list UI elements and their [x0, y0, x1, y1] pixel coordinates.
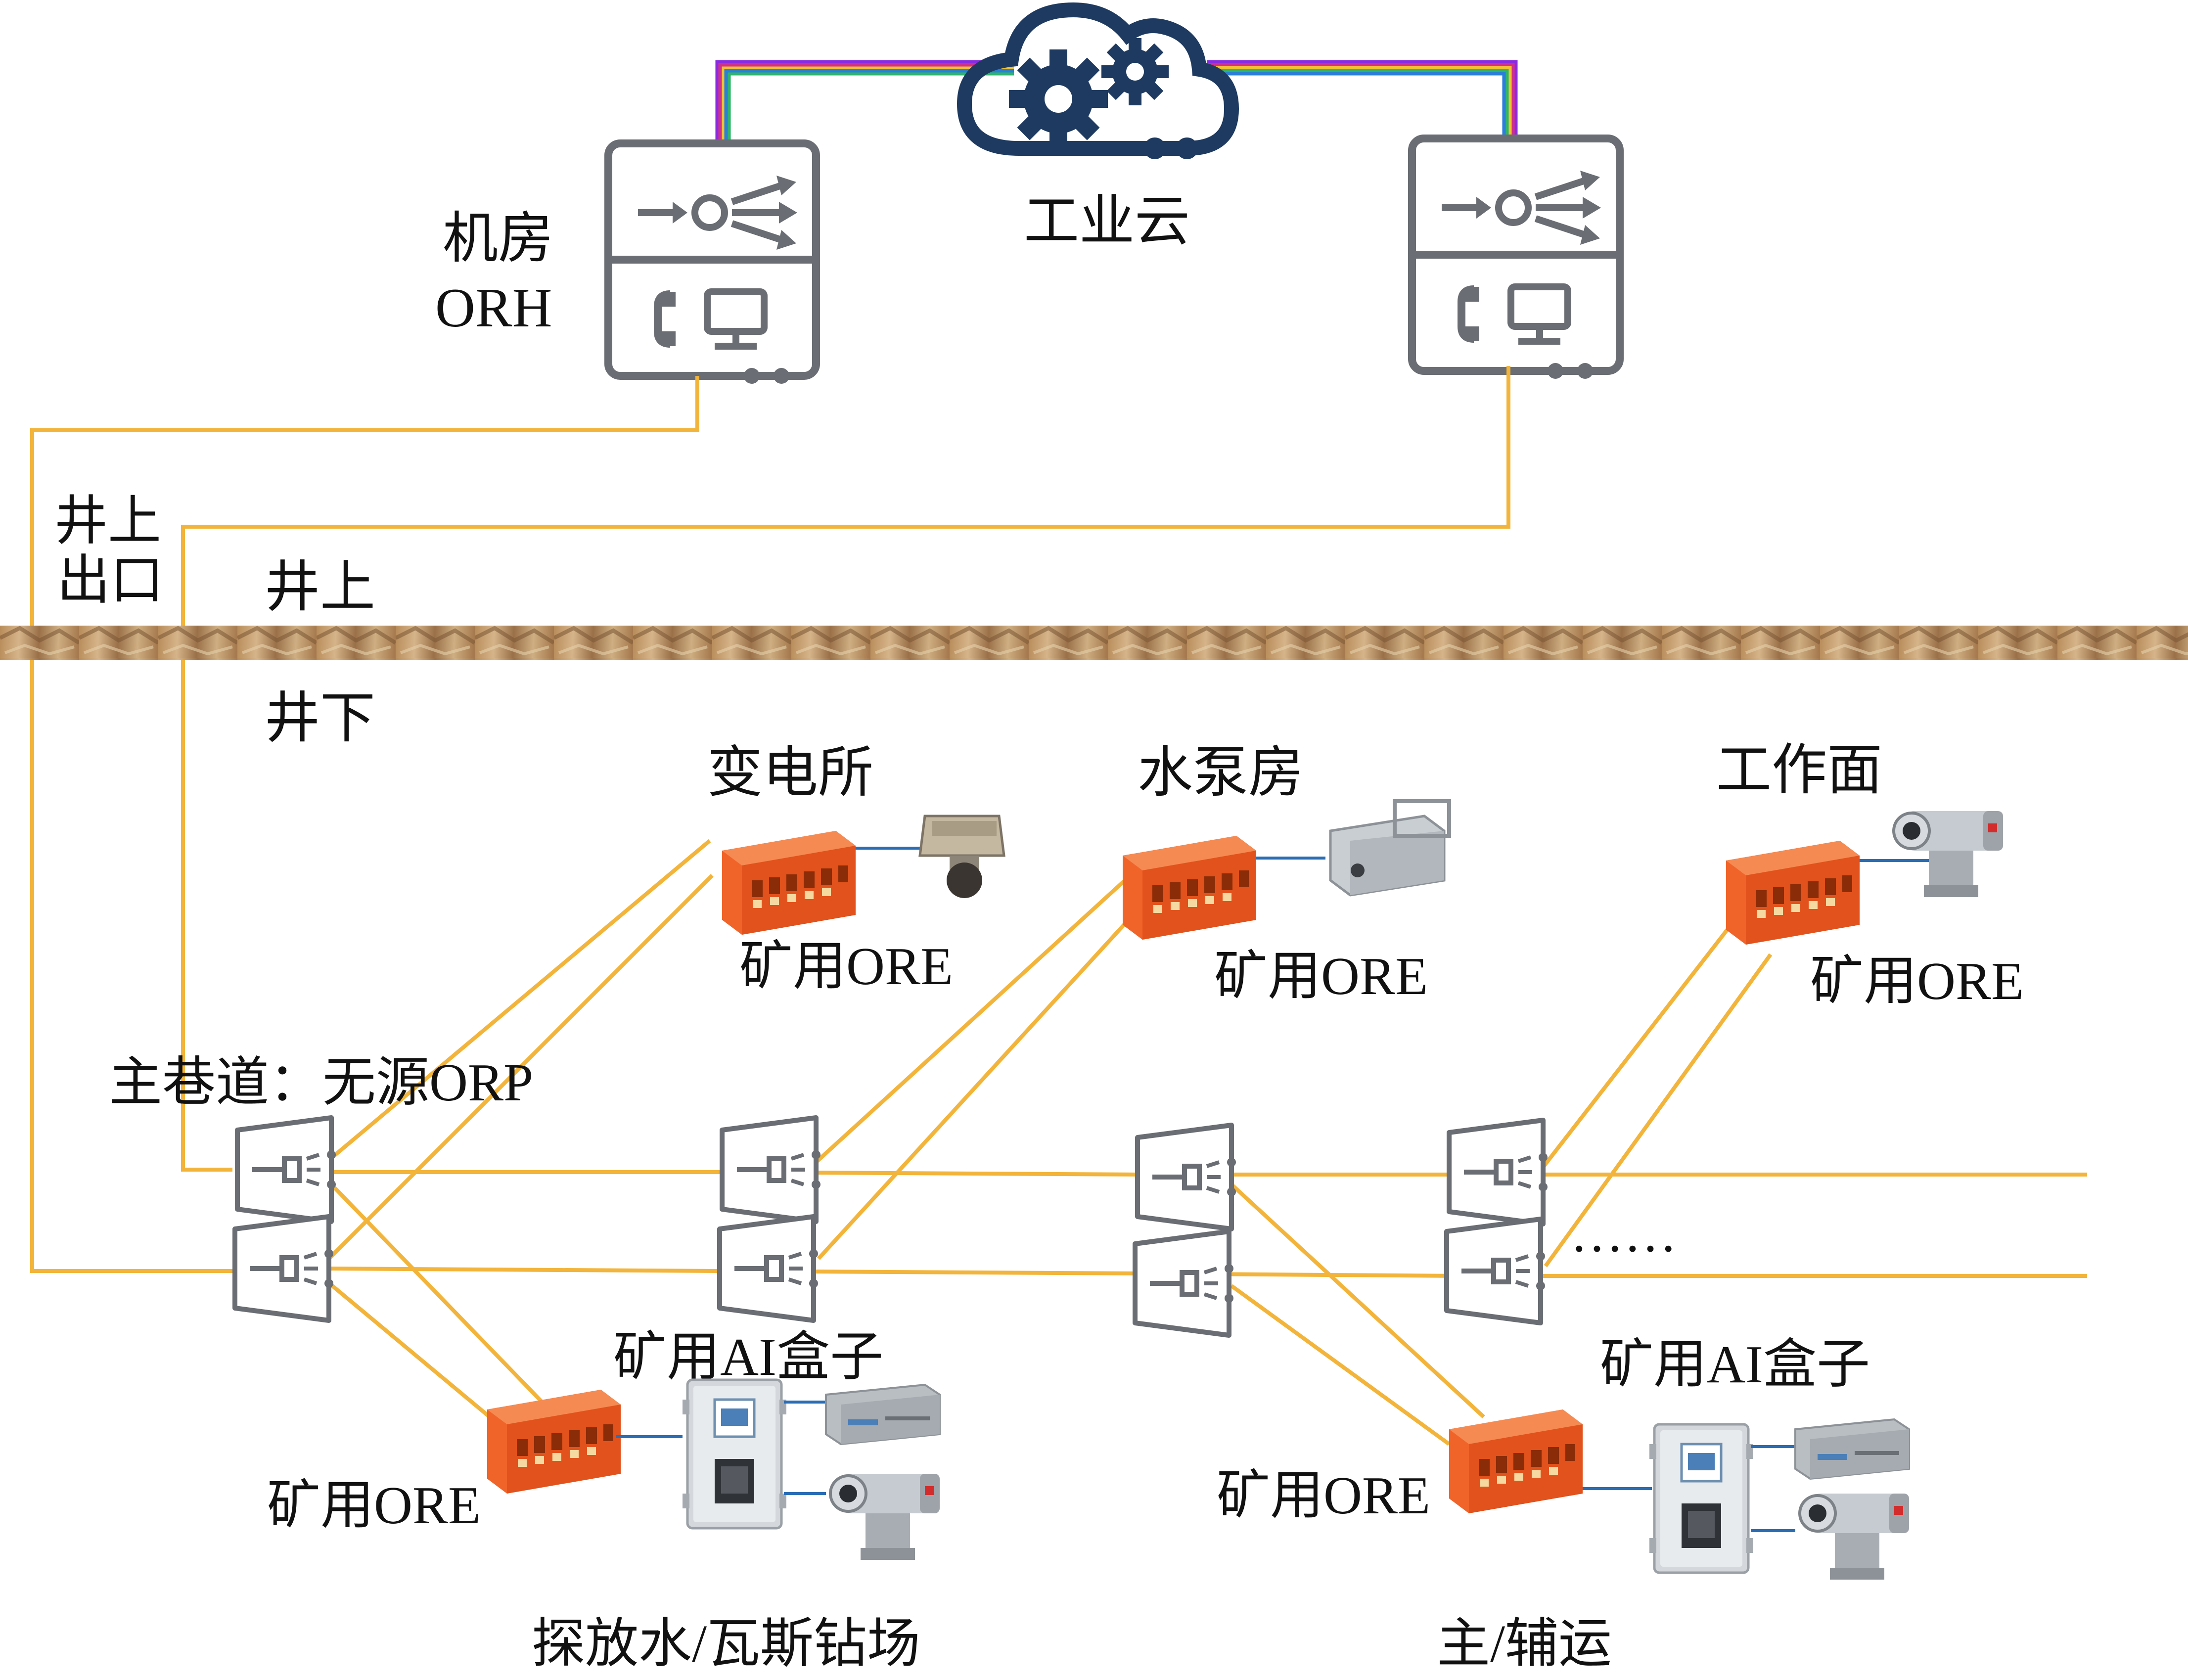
rainbow-uplink-left — [715, 60, 1014, 143]
camera-right-icon — [1800, 1494, 1909, 1580]
ai-box-left-label: 矿用AI盒子 — [613, 1328, 883, 1387]
underground-label: 井下 — [265, 688, 375, 749]
orh-label: ORH — [435, 277, 552, 339]
orh-left-icon — [608, 143, 816, 384]
orp-6-icon — [1135, 1231, 1233, 1335]
orp-7-icon — [1449, 1120, 1548, 1224]
machine-room-label: 机房 — [443, 208, 553, 270]
ai-box-left-icon — [683, 1380, 786, 1528]
rock-strata — [0, 626, 2188, 660]
transport-label: 主/辅运 — [1437, 1615, 1612, 1674]
ore-work-face-label: 矿用ORE — [1810, 952, 2024, 1011]
rainbow-uplink-right — [1207, 60, 1518, 143]
work-face-camera-icon — [1894, 811, 2003, 897]
orp-8-icon — [1447, 1219, 1545, 1323]
ore-transport-icon — [1449, 1409, 1583, 1513]
ai-box-right-label: 矿用AI盒子 — [1600, 1335, 1870, 1394]
main-roadway-label: 主巷道：无源ORP — [109, 1053, 533, 1112]
ore-work-face-icon — [1726, 841, 1860, 945]
ore-substation-icon — [722, 831, 856, 935]
pump-sensor-icon — [1329, 799, 1451, 897]
substation-sensor-icon — [918, 815, 1005, 898]
nvr-left-icon — [825, 1384, 941, 1445]
nvr-right-icon — [1794, 1418, 1910, 1480]
ellipsis-label: …… — [1570, 1204, 1677, 1263]
well-exit-label-2: 出口 — [57, 551, 164, 610]
cloud-gears-icon — [957, 2, 1239, 159]
orh-right-icon — [1412, 138, 1620, 379]
ore-drill-icon — [487, 1390, 621, 1494]
drill-site-label: 探放水/瓦斯钻场 — [532, 1615, 920, 1674]
orp-3-icon — [722, 1118, 820, 1222]
orp-5-icon — [1138, 1125, 1236, 1229]
well-exit-label-1: 井上 — [54, 492, 161, 551]
above-ground-label: 井上 — [265, 557, 375, 618]
ore-substation-label: 矿用ORE — [739, 937, 953, 996]
ore-drill-label: 矿用ORE — [267, 1476, 481, 1535]
ore-transport-label: 矿用ORE — [1217, 1466, 1430, 1525]
orp-2-icon — [235, 1217, 333, 1320]
substation-label: 变电所 — [707, 742, 873, 804]
ore-pump-label: 矿用ORE — [1214, 947, 1428, 1006]
ore-pump-icon — [1123, 836, 1256, 940]
pump-room-label: 水泵房 — [1138, 742, 1304, 804]
work-face-label: 工作面 — [1716, 740, 1882, 801]
orp-1-icon — [237, 1118, 336, 1222]
cloud-label: 工业云 — [1024, 191, 1190, 252]
orp-4-icon — [720, 1217, 818, 1320]
ai-box-right-icon — [1649, 1424, 1753, 1573]
camera-left-icon — [830, 1474, 940, 1560]
